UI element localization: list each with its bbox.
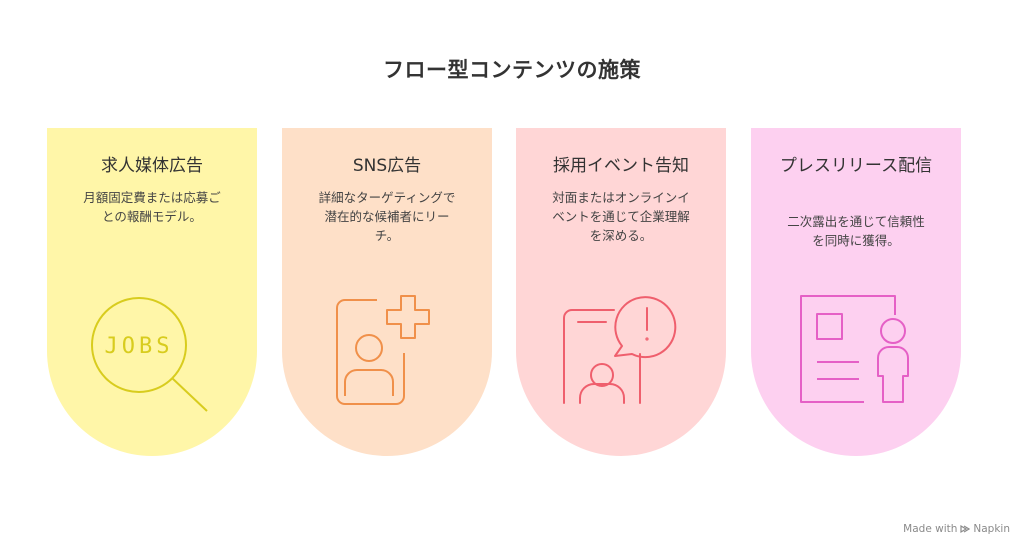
card-description: 対面またはオンラインイベントを通じて企業理解を深める。 (552, 190, 690, 243)
brand-label: Napkin (973, 523, 1010, 535)
jobs-icon-text: JOBS (105, 334, 174, 359)
event-alert-icon (563, 296, 677, 404)
press-release-icon (800, 295, 909, 403)
napkin-logo-icon (960, 524, 971, 534)
card-title: プレスリリース配信 (779, 156, 933, 176)
jobs-search-icon: JOBS (91, 297, 208, 412)
footer-attribution: Made with Napkin (903, 523, 1010, 535)
card-sns-ads: SNS広告 詳細なターゲティングで潜在的な候補者にリーチ。 (282, 128, 492, 456)
card-title: 求人媒体広告 (101, 156, 203, 176)
page-title: フロー型コンテンツの施策 (383, 58, 641, 82)
card-title: 採用イベント告知 (553, 156, 689, 176)
card-job-ads: 求人媒体広告 月額固定費または応募ごとの報酬モデル。 JOBS (47, 128, 257, 456)
card-description: 二次露出を通じて信頼性を同時に獲得。 (787, 214, 925, 248)
card-title: SNS広告 (352, 156, 422, 176)
card-description: 月額固定費または応募ごとの報酬モデル。 (83, 190, 221, 224)
card-description: 詳細なターゲティングで潜在的な候補者にリーチ。 (318, 190, 456, 243)
profile-add-icon (336, 295, 430, 405)
card-recruiting-events: 採用イベント告知 対面またはオンラインイベントを通じて企業理解を深める。 (516, 128, 726, 456)
made-with-label: Made with (903, 523, 958, 535)
card-press-release: プレスリリース配信 二次露出を通じて信頼性を同時に獲得。 (751, 128, 961, 456)
